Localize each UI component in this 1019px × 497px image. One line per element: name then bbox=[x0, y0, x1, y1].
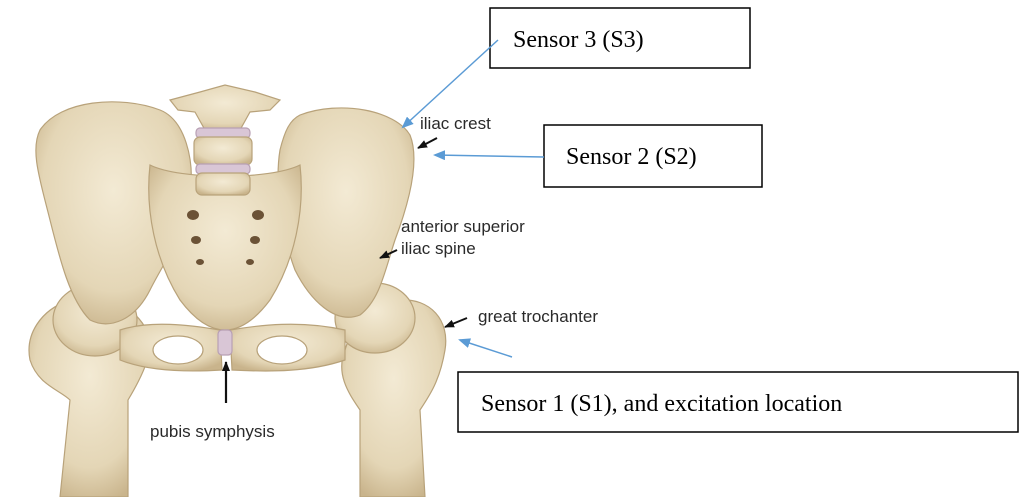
asis-label-line2: iliac spine bbox=[401, 239, 476, 259]
asis-label-line1: anterior superior bbox=[401, 217, 525, 237]
sensor-1-label: Sensor 1 (S1), and excitation location bbox=[481, 391, 842, 417]
sensor-1-box: Sensor 1 (S1), and excitation location bbox=[458, 372, 1018, 432]
iliac-crest-label: iliac crest bbox=[420, 114, 491, 134]
sensor-2-box: Sensor 2 (S2) bbox=[544, 125, 762, 187]
upper-vertebra bbox=[170, 85, 280, 130]
iliac-crest-arrow bbox=[418, 138, 437, 148]
sensor-3-box: Sensor 3 (S3) bbox=[490, 8, 750, 68]
vertebra-l5 bbox=[194, 137, 252, 165]
right-obturator bbox=[257, 336, 307, 364]
sensor-2-arrow bbox=[435, 155, 544, 157]
pubis-symphysis-label: pubis symphysis bbox=[150, 422, 275, 442]
sensor-1-arrow bbox=[460, 340, 512, 357]
vertebra-s1 bbox=[196, 173, 250, 195]
great-trochanter-arrow bbox=[445, 318, 467, 327]
left-obturator bbox=[153, 336, 203, 364]
sensor-2-label: Sensor 2 (S2) bbox=[566, 144, 697, 170]
pubis-disc bbox=[218, 330, 232, 355]
sensor-3-label: Sensor 3 (S3) bbox=[513, 27, 644, 53]
great-trochanter-label: great trochanter bbox=[478, 307, 598, 327]
